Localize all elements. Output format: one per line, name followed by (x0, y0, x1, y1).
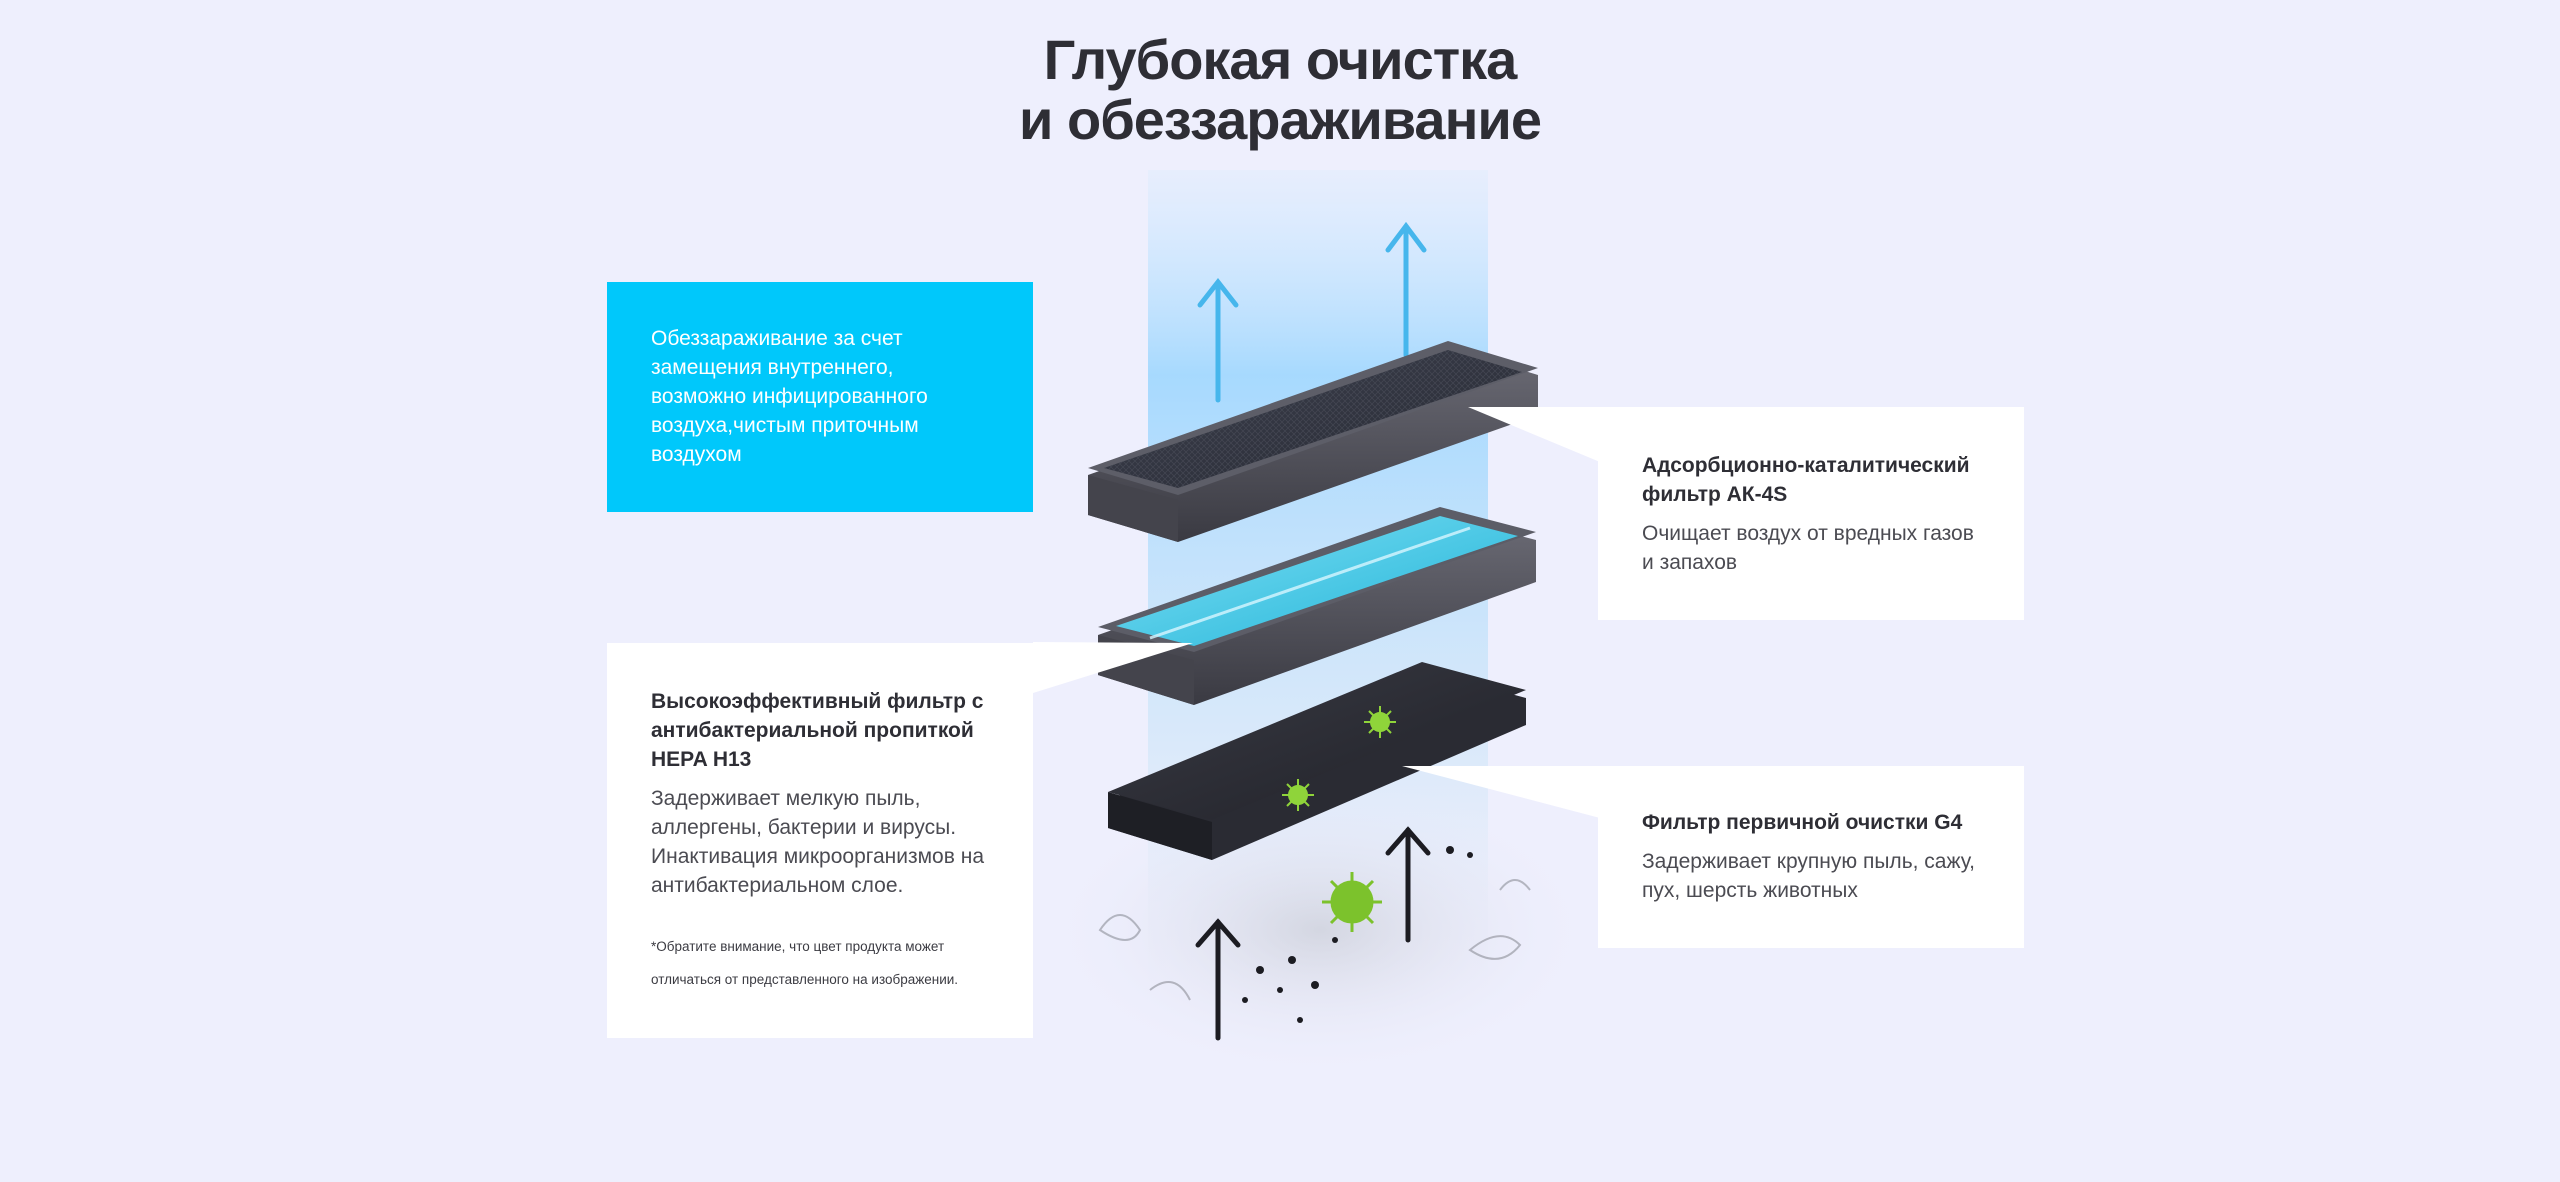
virus-icon-small-1 (1364, 706, 1396, 738)
disinfection-card: Обеззараживание за счет замещения внутре… (607, 282, 1033, 512)
virus-icon-large (1322, 872, 1382, 932)
page-title-line-2: и обеззараживание (1019, 88, 1542, 151)
hepa-filter-description: Задерживает мелкую пыль, аллергены, бакт… (651, 787, 984, 897)
page-title-line-1: Глубокая очистка (1043, 28, 1518, 91)
smoke-cloud (1040, 780, 1600, 1080)
page-title: Глубокая очистка и обеззараживание (0, 30, 2560, 150)
clean-air-arrow-right (1385, 221, 1427, 358)
filter-stack-illustration (1033, 170, 1600, 1080)
hepa-filter-heading: Высокоэффективный фильтр с антибактериал… (651, 690, 984, 771)
callout-pointer-hepa (1033, 642, 1193, 693)
callout-pointer-g4 (1402, 766, 1600, 818)
g4-filter-layer (1108, 662, 1526, 860)
g4-filter-card: Фильтр первичной очистки G4 Задерживает … (1598, 766, 2024, 948)
dust-particles (1242, 846, 1473, 1023)
virus-icon-small-2 (1282, 779, 1314, 811)
dirty-air-arrow-right (1385, 826, 1431, 943)
g4-filter-heading: Фильтр первичной очистки G4 (1642, 811, 1963, 834)
g4-filter-description: Задерживает крупную пыль, сажу, пух, шер… (1642, 850, 1975, 902)
hepa-filter-card: Высокоэффективный фильтр с антибактериал… (607, 643, 1033, 1038)
carbon-filter-layer (1088, 341, 1538, 542)
ak4s-filter-description: Очищает воздух от вредных газов и запахо… (1642, 522, 1974, 574)
dirty-air-arrow-left (1195, 918, 1241, 1041)
fluff-decoration (1098, 879, 1531, 1001)
ak4s-filter-card: Адсорбционно-каталитический фильтр АК-4S… (1598, 407, 2024, 620)
callout-pointer-ak4s (1468, 407, 1600, 462)
ak4s-filter-heading: Адсорбционно-каталитический фильтр АК-4S (1642, 454, 1970, 506)
disinfection-text: Обеззараживание за счет замещения внутре… (651, 327, 928, 466)
color-disclaimer-note: *Обратите внимание, что цвет продукта мо… (651, 939, 959, 987)
clean-air-arrow-left (1197, 277, 1239, 403)
